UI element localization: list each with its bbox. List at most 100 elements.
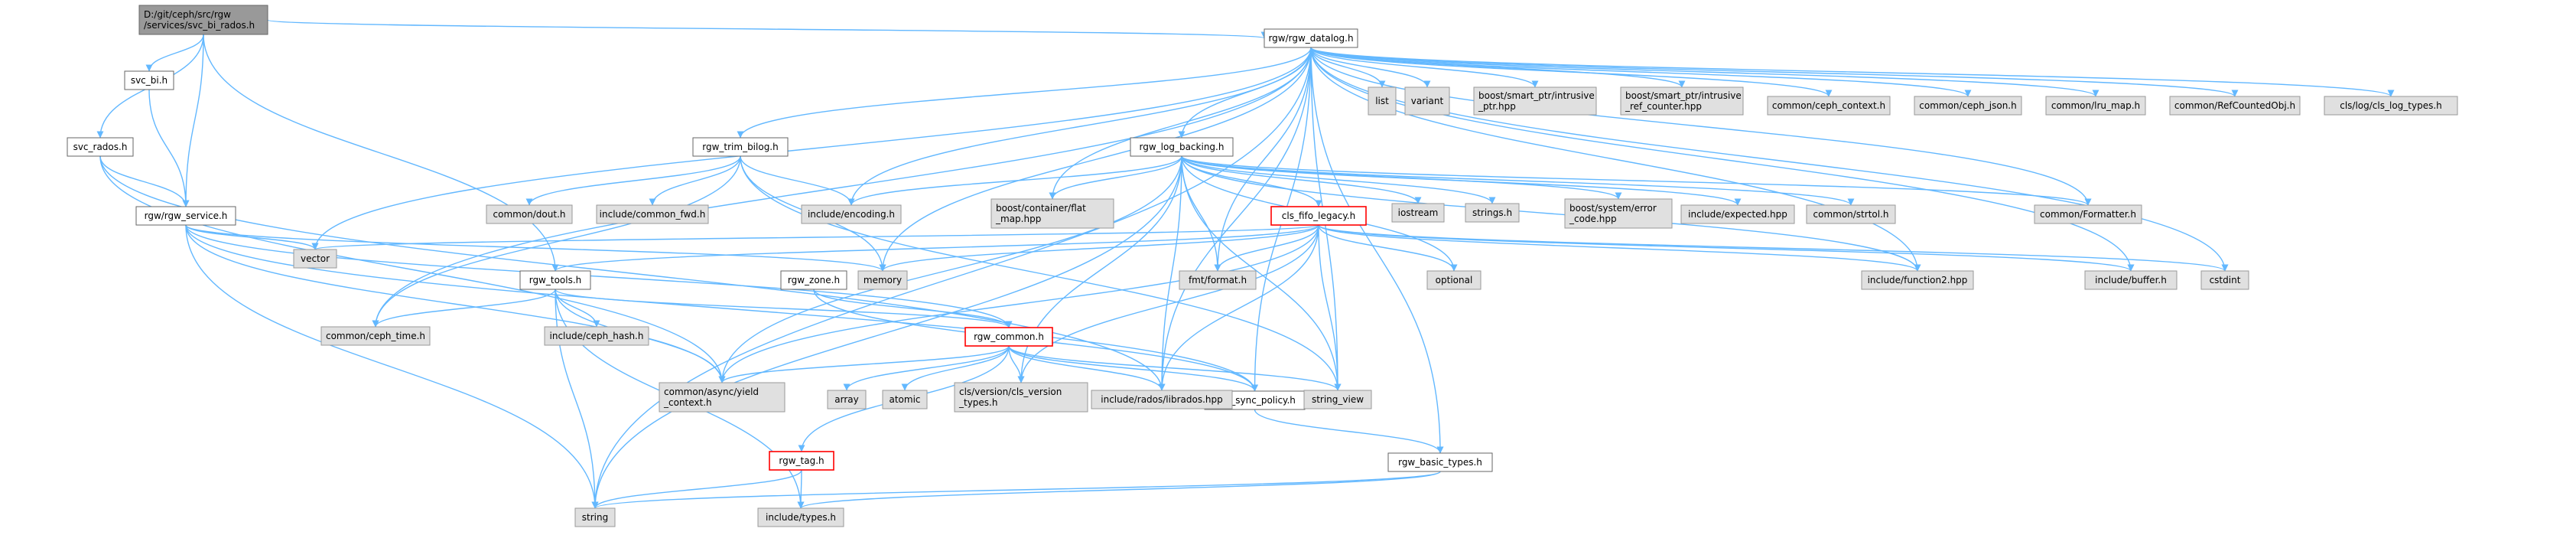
edge-rgw_datalog-to-cstdint bbox=[1310, 47, 2229, 272]
node-refcounted[interactable]: common/RefCountedObj.h bbox=[2169, 96, 2301, 116]
node-list[interactable]: list bbox=[1368, 86, 1397, 116]
node-rgw_basic_types[interactable]: rgw_basic_types.h bbox=[1387, 452, 1493, 472]
node-fmt[interactable]: fmt/format.h bbox=[1179, 270, 1257, 290]
node-optional[interactable]: optional bbox=[1426, 270, 1482, 290]
node-vector[interactable]: vector bbox=[293, 249, 337, 269]
node-rgw_datalog[interactable]: rgw/rgw_datalog.h bbox=[1264, 28, 1358, 48]
edge-rgw_common-to-atomic bbox=[901, 345, 1010, 391]
edge-rgw_datalog-to-vector bbox=[311, 47, 1312, 250]
node-rgw_zone[interactable]: rgw_zone.h bbox=[780, 270, 847, 290]
edge-rgw_datalog-to-smart_ptr bbox=[1310, 47, 1539, 88]
edge-cls_fifo_legacy-to-yield_context bbox=[718, 224, 1319, 383]
node-box bbox=[964, 327, 1053, 347]
node-box bbox=[1368, 86, 1397, 116]
edge-rgw_log_backing-to-expected bbox=[1181, 155, 1742, 206]
edge-cls_fifo_legacy-to-fmt bbox=[1214, 224, 1319, 272]
node-ceph_time[interactable]: common/ceph_time.h bbox=[320, 326, 431, 346]
node-rgw_log_backing[interactable]: rgw_log_backing.h bbox=[1130, 137, 1234, 157]
edge-rgw_log_backing-to-yield_context bbox=[718, 155, 1182, 383]
node-error_code[interactable]: boost/system/error_code.hpp bbox=[1564, 198, 1673, 229]
node-memory[interactable]: memory bbox=[857, 270, 908, 290]
node-box bbox=[1091, 390, 1233, 409]
node-rgw_service[interactable]: rgw/rgw_service.h bbox=[135, 206, 236, 226]
edge-rgw_datalog-to-buffer bbox=[1310, 47, 2135, 272]
node-string_view[interactable]: string_view bbox=[1303, 390, 1372, 409]
node-label: cls/version/cls_version bbox=[959, 387, 1062, 397]
edge-rgw_datalog-to-function2 bbox=[1310, 47, 1921, 272]
edge-root-to-rgw_datalog bbox=[267, 19, 1267, 39]
node-flat_map[interactable]: boost/container/flat_map.hpp bbox=[990, 198, 1114, 229]
node-box bbox=[519, 270, 591, 290]
node-label: common/ceph_json.h bbox=[1919, 100, 2016, 111]
edge-rgw_datalog-to-variant bbox=[1310, 47, 1431, 88]
node-librados[interactable]: include/rados/librados.hpp bbox=[1091, 390, 1233, 409]
node-box bbox=[138, 5, 268, 35]
node-label: boost/smart_ptr/intrusive bbox=[1625, 90, 1742, 101]
node-label: vector bbox=[301, 253, 330, 264]
node-buffer[interactable]: include/buffer.h bbox=[2084, 270, 2178, 290]
node-cls_version[interactable]: cls/version/cls_version_types.h bbox=[954, 382, 1088, 413]
node-label: include/encoding.h bbox=[808, 209, 895, 220]
node-cls_log_types[interactable]: cls/log/cls_log_types.h bbox=[2324, 96, 2458, 116]
node-types[interactable]: include/types.h bbox=[757, 507, 844, 527]
node-variant[interactable]: variant bbox=[1404, 86, 1450, 116]
edge-rgw_log_backing-to-encoding bbox=[847, 155, 1182, 206]
node-iostream[interactable]: iostream bbox=[1391, 203, 1445, 223]
node-box bbox=[1387, 452, 1493, 472]
edge-cls_fifo_legacy-to-buffer bbox=[1318, 224, 2135, 272]
node-rgw_tools[interactable]: rgw_tools.h bbox=[519, 270, 591, 290]
node-label: include/common_fwd.h bbox=[600, 209, 706, 220]
edge-rgw_datalog-to-rgw_basic_types bbox=[1310, 47, 1444, 454]
node-cstdint[interactable]: cstdint bbox=[2200, 270, 2249, 290]
node-label: string_view bbox=[1312, 394, 1364, 405]
node-cls_fifo_legacy[interactable]: cls_fifo_legacy.h bbox=[1270, 206, 1367, 226]
edge-rgw_tools-to-string bbox=[555, 289, 599, 509]
node-strings[interactable]: strings.h bbox=[1465, 203, 1520, 223]
edge-rgw_datalog-to-string bbox=[591, 47, 1312, 509]
node-strtol[interactable]: common/strtol.h bbox=[1806, 204, 1896, 224]
node-label: fmt/format.h bbox=[1189, 275, 1247, 285]
node-box bbox=[954, 382, 1088, 413]
node-rgw_tag[interactable]: rgw_tag.h bbox=[769, 451, 834, 471]
node-expected[interactable]: include/expected.hpp bbox=[1680, 204, 1795, 224]
node-svc_rados[interactable]: svc_rados.h bbox=[67, 137, 134, 157]
node-label: svc_bi.h bbox=[131, 75, 168, 86]
node-encoding[interactable]: include/encoding.h bbox=[801, 204, 902, 224]
node-ref_counter[interactable]: boost/smart_ptr/intrusive_ref_counter.hp… bbox=[1620, 86, 1744, 116]
edge-rgw_service-to-vector bbox=[185, 224, 319, 250]
node-box bbox=[1564, 198, 1673, 229]
edge-rgw_common-to-string_view bbox=[1008, 345, 1342, 391]
node-atomic[interactable]: atomic bbox=[882, 390, 928, 409]
node-label: boost/container/flat bbox=[996, 203, 1086, 214]
node-ceph_json[interactable]: common/ceph_json.h bbox=[1914, 96, 2022, 116]
node-box bbox=[1680, 204, 1795, 224]
edge-rgw_service-to-yield_context bbox=[185, 224, 726, 383]
node-smart_ptr[interactable]: boost/smart_ptr/intrusive_ptr.hpp bbox=[1473, 86, 1597, 116]
node-label: D:/git/ceph/src/rgw bbox=[144, 9, 231, 20]
edge-rgw_service-to-rgw_sync_policy bbox=[185, 224, 1258, 392]
node-formatter[interactable]: common/Formatter.h bbox=[2034, 204, 2142, 224]
node-svc_bi[interactable]: svc_bi.h bbox=[124, 70, 174, 90]
node-box bbox=[827, 390, 867, 409]
node-box bbox=[2045, 96, 2146, 116]
node-yield_context[interactable]: common/async/yield_context.h bbox=[659, 382, 785, 413]
edge-rgw_log_backing-to-formatter bbox=[1181, 155, 2092, 206]
edge-svc_rados-to-rgw_service bbox=[99, 155, 190, 207]
node-box bbox=[596, 204, 709, 224]
node-string[interactable]: string bbox=[574, 507, 616, 527]
edge-rgw_log_backing-to-strings bbox=[1181, 155, 1496, 204]
node-common_fwd[interactable]: include/common_fwd.h bbox=[596, 204, 709, 224]
node-array[interactable]: array bbox=[827, 390, 867, 409]
node-box bbox=[780, 270, 847, 290]
node-ceph_hash[interactable]: include/ceph_hash.h bbox=[544, 326, 649, 346]
node-lru_map[interactable]: common/lru_map.h bbox=[2045, 96, 2146, 116]
edge-svc_rados-to-librados bbox=[99, 155, 1166, 391]
node-dout[interactable]: common/dout.h bbox=[486, 204, 573, 224]
node-ceph_context[interactable]: common/ceph_context.h bbox=[1767, 96, 1891, 116]
node-label: rgw_basic_types.h bbox=[1398, 457, 1482, 468]
node-function2[interactable]: include/function2.hpp bbox=[1861, 270, 1974, 290]
node-rgw_common[interactable]: rgw_common.h bbox=[964, 327, 1053, 347]
node-label: common/async/yield bbox=[664, 387, 759, 397]
node-rgw_trim_bilog[interactable]: rgw_trim_bilog.h bbox=[692, 137, 789, 157]
